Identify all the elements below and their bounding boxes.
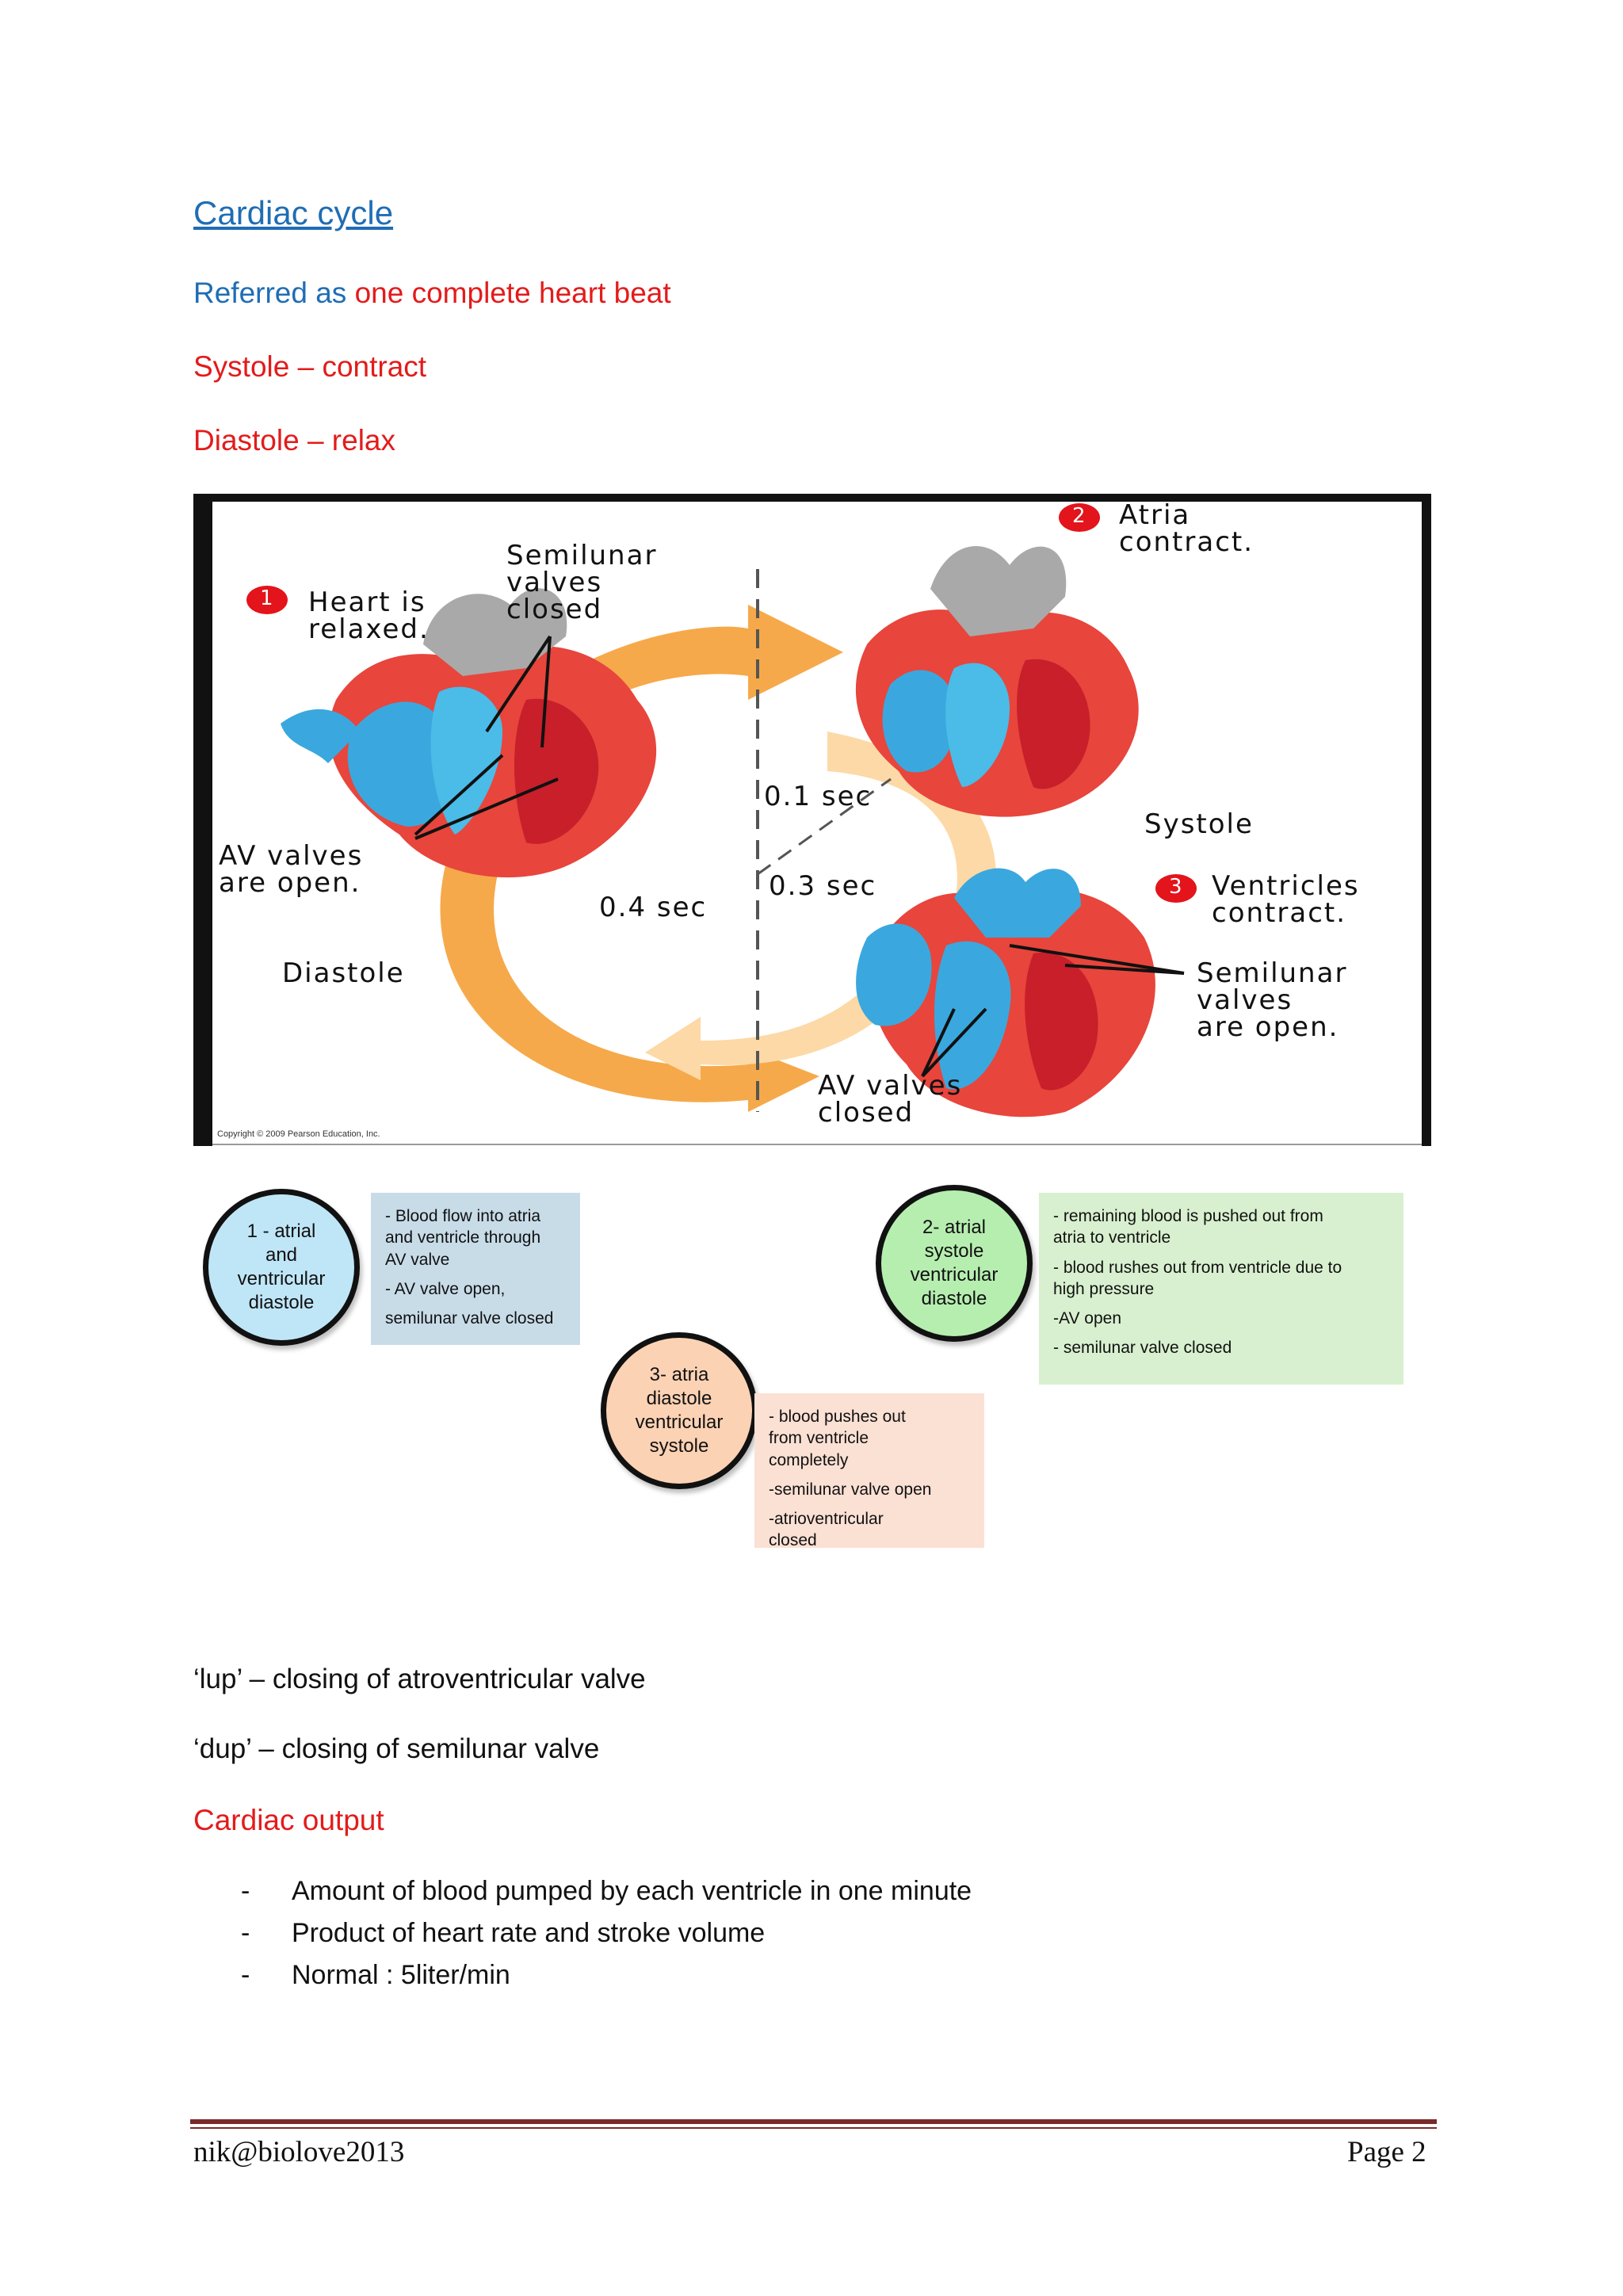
semilunar-open-label: Semilunar valves are open. [1197,957,1348,1043]
cycle-arrow-bottom [440,835,819,1112]
phase-1-circle: 1 - atrial and ventricular diastole [203,1189,360,1346]
step-2-badge: 2 [1072,504,1087,528]
time-0-4-sec: 0.4 sec [599,892,708,923]
phase-2-note: - blood rushes out from ventricle due to… [1053,1258,1342,1298]
diastole-label: Diastole [282,957,405,989]
page-number: Page 2 [1347,2136,1426,2168]
step-3-label: Ventricles contract. [1212,870,1360,929]
phase-3-circle: 3- atria diastole ventricular systole [601,1332,758,1489]
definition-prefix: Referred as [193,277,347,309]
cycle-arrow-left [645,938,946,1080]
dup-sound: ‘dup’ – closing of semilunar valve [193,1733,600,1764]
diastole-definition: Diastole – relax [193,424,396,457]
bullet-dash: - [241,1918,250,1948]
bullet-dash: - [241,1960,250,1990]
cycle-arrow-right [827,732,997,906]
list-item-text: Normal : 5liter/min [292,1960,510,1990]
figure-copyright: Copyright © 2009 Pearson Education, Inc. [217,1129,380,1139]
definition-line: Referred as one complete heart beat [193,276,671,311]
phase-2-circle: 2- atrial systole ventricular diastole [876,1185,1033,1342]
phase-1-note: - Blood flow into atria and ventricle th… [385,1207,541,1269]
step-3-badge: 3 [1169,875,1184,899]
systole-label: Systole [1144,808,1254,840]
phase-1-notes: - Blood flow into atria and ventricle th… [371,1193,580,1345]
lup-sound: ‘lup’ – closing of atroventricular valve [193,1664,646,1694]
phase-2-note: - semilunar valve closed [1053,1339,1232,1358]
cardiac-cycle-illustration [193,494,1431,1146]
heart-atria-contract [855,546,1139,817]
footer-rule [190,2119,1437,2124]
step-1-label: Heart is relaxed. [308,586,430,645]
phase-3-note: -atrioventricular closed [769,1510,884,1550]
av-valves-closed-label: AV valves closed [818,1070,963,1129]
step-2-label: Atria contract. [1119,499,1254,558]
step-1-badge: 1 [260,586,275,610]
phase-2-notes: - remaining blood is pushed out from atr… [1039,1193,1403,1385]
footer-author: nik@biolove2013 [193,2136,405,2168]
time-0-3-sec: 0.3 sec [769,870,877,902]
bullet-dash: - [241,1876,250,1906]
list-item-text: Amount of blood pumped by each ventricle… [292,1876,972,1906]
phase-3-note: -semilunar valve open [769,1480,932,1499]
phase-1-note: semilunar valve closed [385,1309,554,1328]
phase-3-note: - blood pushes out from ventricle comple… [769,1408,906,1469]
definition-text: one complete heart beat [354,277,671,309]
list-item-text: Product of heart rate and stroke volume [292,1918,766,1948]
heart-ventricles-contract [856,868,1155,1117]
phase-3-notes: - blood pushes out from ventricle comple… [754,1393,984,1549]
phase-2-note: - remaining blood is pushed out from atr… [1053,1207,1323,1247]
time-0-1-sec: 0.1 sec [764,781,873,812]
semilunar-closed-label: Semilunar valves closed [506,540,658,625]
heart-relaxed [281,588,657,878]
phase-1-note: - AV valve open, [385,1279,506,1298]
phase-2-note: -AV open [1053,1309,1121,1328]
page-title: Cardiac cycle [193,194,394,231]
av-valves-open-label: AV valves are open. [219,840,364,899]
cardiac-cycle-figure: 1 Heart is relaxed. Semilunar valves clo… [193,494,1431,1146]
systole-definition: Systole – contract [193,350,427,383]
cardiac-output-heading: Cardiac output [193,1804,384,1836]
footer-rule-thin [190,2127,1437,2129]
